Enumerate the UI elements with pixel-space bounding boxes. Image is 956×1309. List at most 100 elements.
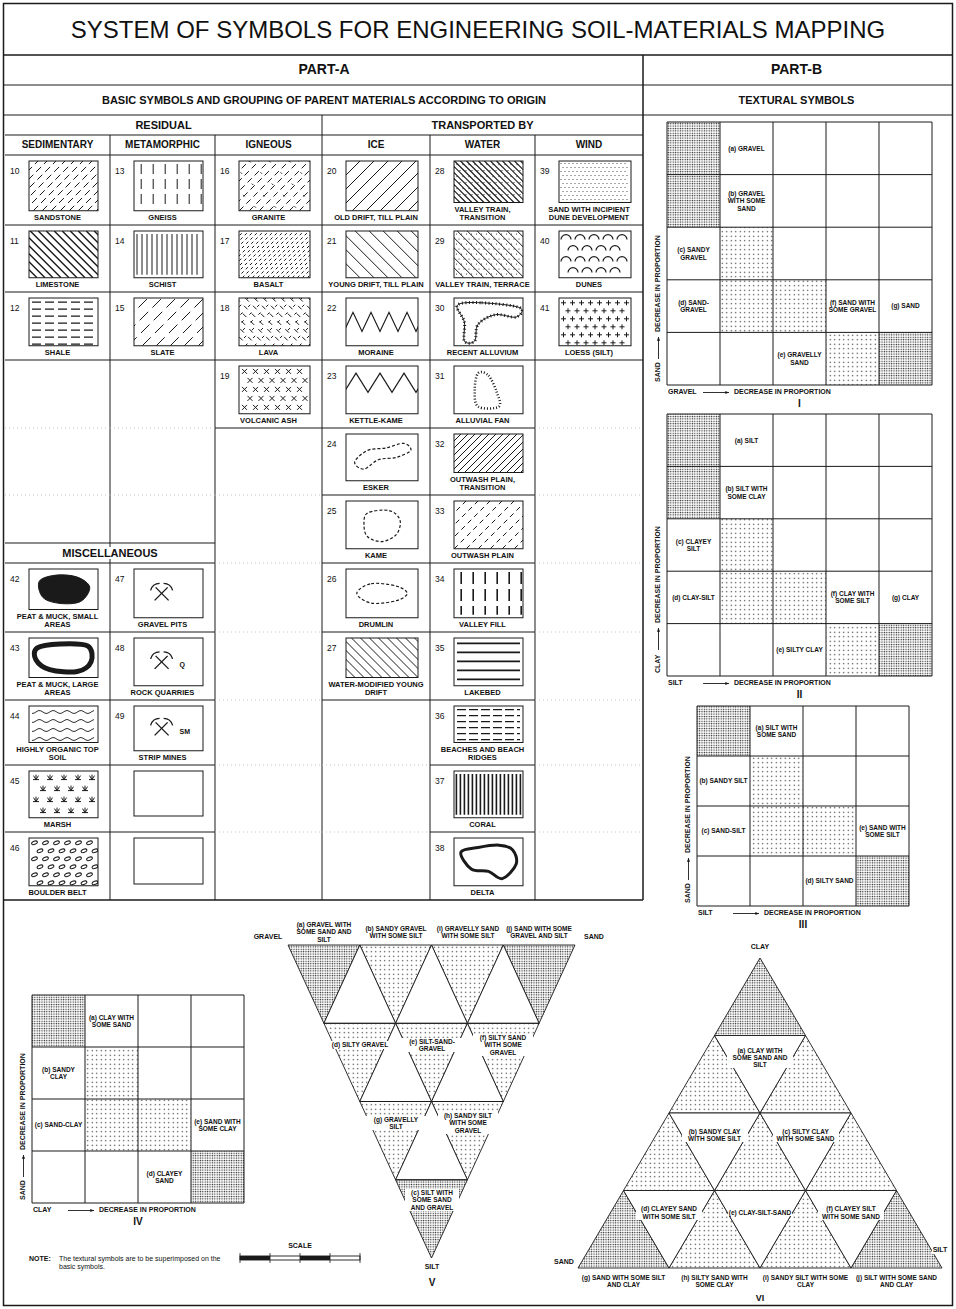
- symbol-box: 45MARSH: [5, 765, 110, 832]
- svg-group: [242, 369, 308, 410]
- texture-label: (i) SANDY SILT WITH SOME CLAY: [762, 1274, 850, 1289]
- boulder-mark: [42, 872, 49, 877]
- axis-label: DECREASE IN PROPORTION: [654, 525, 662, 624]
- symbol-box: 21YOUNG DRIFT, TILL PLAIN: [322, 225, 430, 292]
- cell-box: [134, 706, 203, 751]
- texture-label: (e) GRAVELLY SAND: [774, 351, 825, 366]
- rule-line: [472, 774, 474, 815]
- texture-dot: [613, 187, 614, 188]
- texture-dot: [573, 187, 574, 188]
- rule-line: [286, 369, 291, 374]
- cell-box: [346, 298, 418, 346]
- rule-line: [667, 414, 932, 415]
- texture-dot: [468, 258, 469, 259]
- rule-line: [245, 298, 293, 346]
- rule-line: [5, 563, 110, 564]
- texture-dot: [619, 199, 620, 200]
- texture-dot: [474, 164, 475, 165]
- rule-line: [302, 231, 310, 278]
- rule-line: [626, 316, 627, 321]
- rule-line: [50, 798, 53, 802]
- svg-group: [151, 583, 173, 600]
- texture-dot: [597, 195, 598, 196]
- axis-label: DECREASE IN PROPORTION: [733, 679, 832, 687]
- rule-line: [773, 414, 774, 676]
- rule-line: [281, 396, 286, 401]
- texture-dot: [492, 164, 493, 165]
- rule-line: [83, 809, 86, 813]
- texture-dot: [506, 273, 507, 274]
- cell-box: [667, 122, 720, 175]
- rule-line: [264, 387, 269, 392]
- texture-dot: [456, 253, 457, 254]
- texture-label: (h) SILTY SAND WITH SOME CLAY: [671, 1274, 759, 1289]
- texture-dot: [503, 268, 504, 269]
- symbol-stroke: [164, 718, 173, 725]
- texture-dot: [627, 167, 628, 168]
- rule-line: [286, 405, 291, 410]
- column-heading: ICE: [367, 139, 386, 150]
- texture-dot: [458, 248, 459, 249]
- texture-dot: [471, 273, 472, 274]
- symbol-stroke: [32, 720, 94, 723]
- svg-group: [239, 231, 310, 278]
- cell-box: [32, 995, 85, 1047]
- texture-dot: [496, 253, 497, 254]
- cell-box: [559, 298, 631, 346]
- rule-line: [275, 387, 280, 392]
- rule-line: [156, 587, 169, 600]
- rule-line: [156, 722, 169, 735]
- rule-line: [622, 308, 623, 313]
- texture-dot: [627, 175, 628, 176]
- triangle-cell: [22, 1155, 25, 1159]
- boulder-mark: [42, 840, 49, 845]
- column-heading: WIND: [575, 139, 604, 150]
- cell-box: [667, 175, 720, 228]
- rule-line: [369, 231, 416, 278]
- texture-dot: [561, 163, 562, 164]
- texture-dot: [575, 183, 576, 184]
- rule-line: [239, 231, 269, 278]
- symbol-name: LAVA: [217, 349, 320, 357]
- symbol-box: 48ROCK QUARRIESQ: [110, 632, 215, 700]
- symbol-number: 31: [435, 372, 444, 381]
- rule-line: [239, 298, 248, 346]
- rule-line: [457, 739, 520, 740]
- rule-line: [5, 543, 215, 544]
- texture-dot: [627, 183, 628, 184]
- symbol-number: 30: [435, 304, 444, 313]
- symbol-stroke: [34, 644, 92, 672]
- texture-label: (b) SILT WITH SOME CLAY: [721, 485, 772, 500]
- texture-dot: [513, 268, 514, 269]
- rule-line: [380, 161, 418, 211]
- symbol-stroke: [603, 235, 613, 240]
- texture-dot: [609, 163, 610, 164]
- texture-dot: [476, 273, 477, 274]
- boulder-mark: [70, 880, 77, 885]
- rule-line: [239, 161, 259, 211]
- boulder-mark: [53, 856, 60, 861]
- texture-dot: [581, 179, 582, 180]
- texture-dot: [623, 199, 624, 200]
- rule-line: [94, 231, 98, 278]
- rule-line: [617, 316, 618, 321]
- texture-label: (b) GRAVEL WITH SOME SAND: [721, 190, 772, 212]
- rule-line: [275, 387, 280, 392]
- rule-line: [239, 161, 279, 211]
- rule-line: [290, 298, 310, 346]
- rule-line: [303, 396, 308, 401]
- symbol-box: 30RECENT ALLUVIUM: [430, 292, 535, 360]
- texture-dot: [456, 164, 457, 165]
- symbol-number: 21: [327, 237, 336, 246]
- texture-dot: [498, 164, 499, 165]
- rule-line: [322, 360, 430, 361]
- symbol-number: 17: [220, 237, 229, 246]
- rule-line: [85, 787, 88, 791]
- symbol-number: 27: [327, 644, 336, 653]
- cell-box: [454, 434, 523, 473]
- scale-label: SCALE: [287, 1242, 313, 1250]
- symbol-name: SCHIST: [112, 281, 213, 289]
- rule-line: [272, 298, 310, 346]
- texture-dot: [506, 233, 507, 234]
- rule-line: [826, 414, 827, 676]
